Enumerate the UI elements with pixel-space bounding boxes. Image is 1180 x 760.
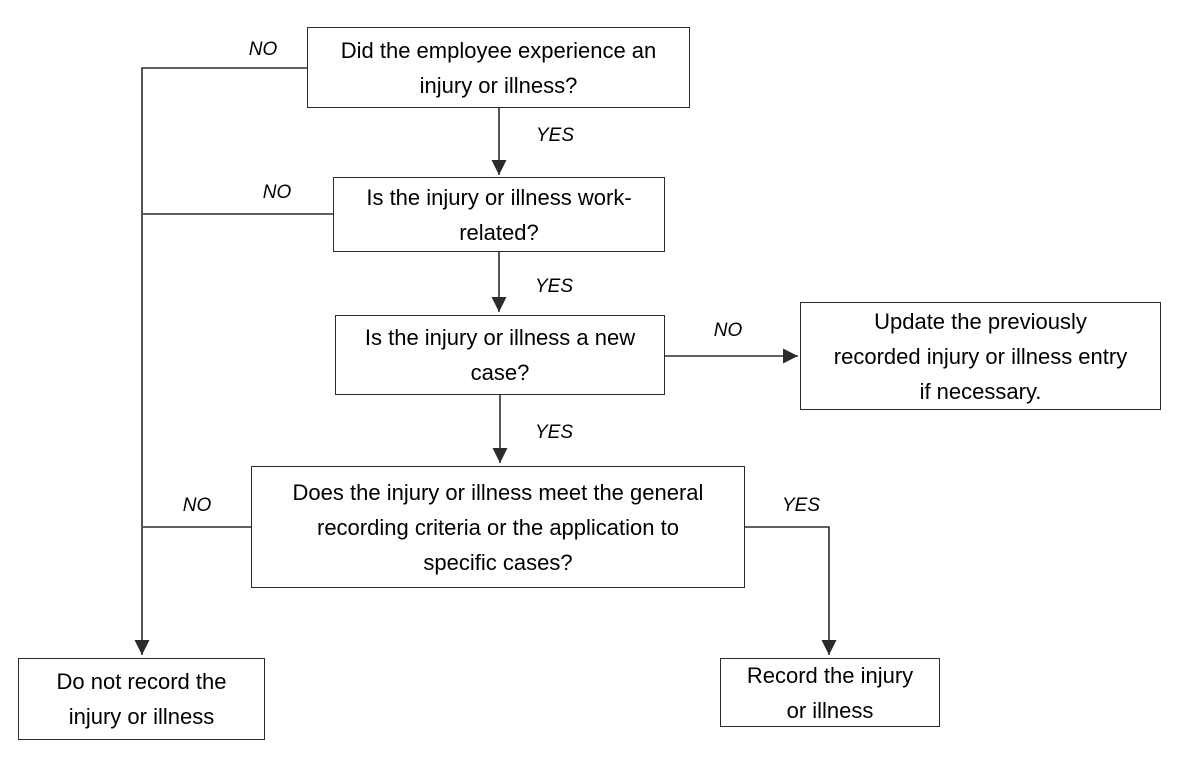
terminal-box-record: Record the injury or illness — [720, 658, 940, 727]
edge-label-no-from-q2: NO — [259, 182, 295, 204]
edge-label-no-from-q4: NO — [179, 495, 215, 517]
edge-label-no-from-q3: NO — [710, 320, 746, 342]
edge-label-no-from-q1: NO — [245, 39, 281, 61]
edge-label-yes-from-q4: YES — [778, 495, 824, 517]
decision-box-new-case: Is the injury or illness a new case? — [335, 315, 665, 395]
decision-box-work-related: Is the injury or illness work- related? — [333, 177, 665, 252]
edge-no-spine-to-do-not-record — [134, 67, 307, 655]
edge-label-yes-from-q2: YES — [531, 276, 577, 298]
decision-box-employee-injury: Did the employee experience an injury or… — [307, 27, 690, 108]
decision-box-recording-criteria: Does the injury or illness meet the gene… — [251, 466, 745, 588]
edge-label-yes-from-q3: YES — [531, 422, 577, 444]
process-box-update-entry: Update the previously recorded injury or… — [800, 302, 1161, 410]
terminal-box-do-not-record: Do not record the injury or illness — [18, 658, 265, 740]
edge-label-yes-from-q1: YES — [532, 125, 578, 147]
edge-yes-q4-to-record — [745, 526, 837, 655]
